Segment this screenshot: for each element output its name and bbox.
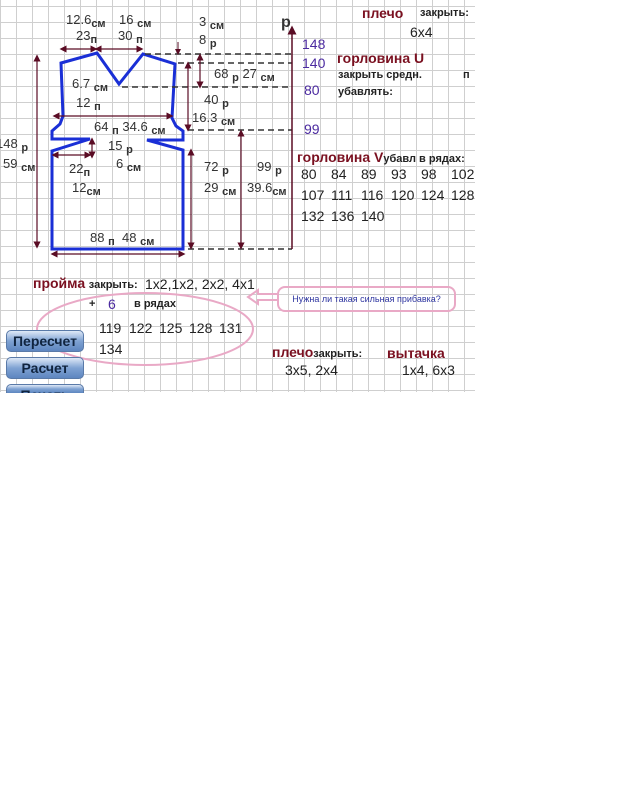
row-number: 80 — [301, 166, 317, 182]
axis-mark: 140 — [302, 55, 326, 71]
neck-left-cm: 12.6см — [66, 12, 106, 30]
number-row: 119 122 125 128 131 — [99, 320, 249, 341]
number-row: 107 111 116 120 124 128 — [301, 187, 475, 208]
neck-u-unit: п — [463, 69, 470, 81]
row-number: 128 — [451, 187, 475, 203]
shoulder-rows: 8 р — [199, 32, 217, 50]
number-row: 80 84 89 93 98 102 — [301, 166, 475, 187]
bottom-width: 88 п 48 см — [90, 230, 155, 248]
highlight-ellipse — [36, 292, 254, 366]
row-number: 116 — [361, 187, 384, 203]
side-small-st: 12 п — [76, 95, 101, 113]
dart-value: 1x4, 6x3 — [402, 362, 455, 378]
neck-u-decrease: убавлять: — [338, 86, 393, 98]
print-button[interactable]: Печать — [6, 384, 84, 393]
number-row: 134 — [99, 341, 249, 362]
dart-width-cm: 12см — [72, 180, 101, 198]
lower-rows: 72 р — [204, 159, 229, 177]
comment-callout: Нужна ли такая сильная прибавка? — [277, 286, 456, 312]
armhole-cm: 16.3 см — [192, 110, 236, 128]
row-number: 134 — [99, 341, 123, 357]
dart-title: вытачка — [387, 345, 445, 361]
total-cm: 59 см — [3, 156, 36, 174]
side-small-cm: 6.7 см — [72, 76, 108, 94]
row-number: 128 — [189, 320, 213, 336]
armhole-plus-value: 6 — [108, 296, 116, 312]
armhole-in-rows: в рядах — [134, 298, 177, 310]
garment-pattern-diagram — [33, 25, 297, 366]
axis-mark: 99 — [304, 121, 320, 137]
garment-outline — [50, 51, 185, 251]
axis-mark: 80 — [304, 82, 320, 98]
shoulder-cm: 3 см — [199, 14, 225, 32]
to-armhole-cm: 39.6см — [247, 180, 287, 198]
row-number: 122 — [129, 320, 153, 336]
neck-v-rows: 80 84 89 93 98 102 107 111 116 120 124 128 132 136 140 — [301, 166, 475, 229]
row-number: 111 — [331, 187, 353, 203]
row-number: 136 — [331, 208, 355, 224]
row-number: 102 — [451, 166, 475, 182]
shoulder-bottom-value: 3x5, 2x4 — [285, 362, 338, 378]
dart-cm: 6 см — [116, 156, 142, 174]
lower-cm: 29 см — [204, 180, 237, 198]
row-number: 140 — [361, 208, 385, 224]
row-number: 119 — [99, 320, 122, 336]
recalculate-button[interactable]: Пересчет — [6, 330, 84, 352]
row-number: 124 — [421, 187, 445, 203]
row-number: 120 — [391, 187, 415, 203]
axis-mark: 148 — [302, 36, 326, 52]
row-number: 84 — [331, 166, 347, 182]
number-row: 132 136 140 — [301, 208, 475, 229]
armhole-value: 1x2,1x2, 2x2, 4x1 — [145, 276, 255, 292]
callout-arrow — [246, 288, 277, 306]
total-rows: 148 р — [0, 136, 29, 154]
row-number: 89 — [361, 166, 377, 182]
armhole-rows: 40 р — [204, 92, 229, 110]
neck-v-st: 30 п — [118, 28, 143, 46]
neck-left-st: 23п — [76, 28, 98, 46]
chest-width: 64 п 34.6 см — [94, 119, 166, 137]
row-number: 125 — [159, 320, 183, 336]
to-armhole-rows: 99 р — [257, 159, 282, 177]
shoulder-top-title: плечо — [362, 5, 404, 21]
dart-width-st: 22п — [69, 161, 91, 179]
shoulder-top-action: закрыть: — [420, 7, 469, 19]
neck-v-heading: горловина Vубавл в рядах: — [297, 149, 465, 165]
armhole-plus: + — [89, 298, 96, 310]
row-number: 93 — [391, 166, 407, 182]
neck-depth: 68 р 27 см — [214, 66, 275, 84]
neck-u-title: горловина U — [337, 50, 425, 66]
row-number: 132 — [301, 208, 325, 224]
neck-v-cm: 16 см — [119, 12, 152, 30]
dart-rows: 15 р — [108, 138, 133, 156]
calculate-button[interactable]: Расчет — [6, 357, 84, 379]
shoulder-top-value: 6x4 — [410, 24, 433, 40]
armhole-heading: пройма закрыть: — [33, 275, 138, 291]
row-number: 131 — [219, 320, 243, 336]
neck-u-close-mid: закрыть средн. — [338, 69, 422, 81]
shoulder-bottom-heading: плечозакрыть: — [272, 344, 363, 360]
row-number: 107 — [301, 187, 325, 203]
armhole-rows: 119 122 125 128 131 134 — [99, 320, 249, 362]
row-number: 98 — [421, 166, 437, 182]
rows-axis-label: р — [281, 14, 291, 31]
